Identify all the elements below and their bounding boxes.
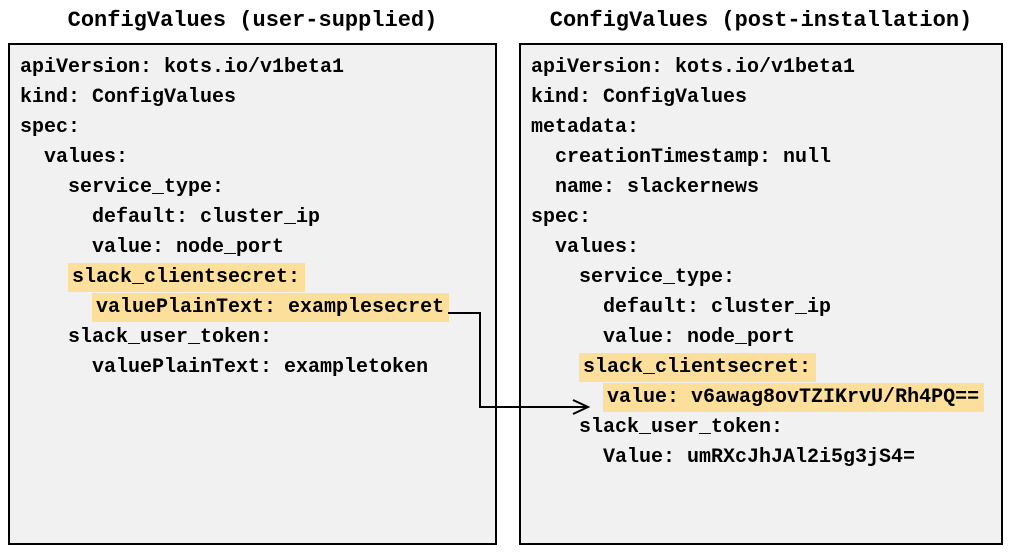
user-supplied-yaml: apiVersion: kots.io/v1beta1 kind: Config…: [10, 45, 495, 383]
user-supplied-config-panel: apiVersion: kots.io/v1beta1 kind: Config…: [8, 43, 497, 545]
code-line: metadata:: [531, 116, 640, 139]
code-line: apiVersion: kots.io/v1beta1: [20, 56, 345, 79]
highlighted-text: slack_clientsecret:: [579, 353, 817, 382]
code-line: values:: [20, 146, 129, 169]
indent: [20, 266, 68, 289]
code-line-highlighted: value: v6awag8ovTZIKrvU/Rh4PQ==: [531, 383, 1001, 413]
code-line: creationTimestamp: null: [531, 146, 832, 169]
indent: [531, 386, 603, 409]
code-line: name: slackernews: [531, 176, 760, 199]
code-line: default: cluster_ip: [531, 296, 832, 319]
code-line: service_type:: [20, 176, 225, 199]
code-line: default: cluster_ip: [20, 206, 321, 229]
code-line: kind: ConfigValues: [20, 86, 237, 109]
highlighted-text: value: v6awag8ovTZIKrvU/Rh4PQ==: [603, 383, 985, 412]
post-installation-panel-title: ConfigValues (post-installation): [549, 8, 973, 33]
code-line: values:: [531, 236, 640, 259]
code-line: slack_user_token:: [20, 326, 273, 349]
code-line: valuePlainText: exampletoken: [20, 356, 429, 379]
code-line: spec:: [20, 116, 81, 139]
code-line-highlighted: slack_clientsecret:: [531, 353, 1001, 383]
code-line: spec:: [531, 206, 592, 229]
code-line: value: node_port: [20, 236, 285, 259]
post-installation-config-panel: apiVersion: kots.io/v1beta1 kind: Config…: [519, 43, 1003, 545]
indent: [531, 356, 579, 379]
code-line-highlighted: slack_clientsecret:: [20, 263, 495, 293]
highlighted-text: valuePlainText: examplesecret: [92, 293, 450, 322]
code-line: service_type:: [531, 266, 736, 289]
code-line: apiVersion: kots.io/v1beta1: [531, 56, 856, 79]
code-line-highlighted: valuePlainText: examplesecret: [20, 293, 495, 323]
code-line: value: node_port: [531, 326, 796, 349]
user-supplied-panel-title: ConfigValues (user-supplied): [67, 8, 438, 33]
code-line: slack_user_token:: [531, 416, 784, 439]
post-installation-yaml: apiVersion: kots.io/v1beta1 kind: Config…: [521, 45, 1001, 473]
code-line: Value: umRXcJhJAl2i5g3jS4=: [531, 446, 916, 469]
highlighted-text: slack_clientsecret:: [68, 263, 306, 292]
code-line: kind: ConfigValues: [531, 86, 748, 109]
indent: [20, 296, 92, 319]
